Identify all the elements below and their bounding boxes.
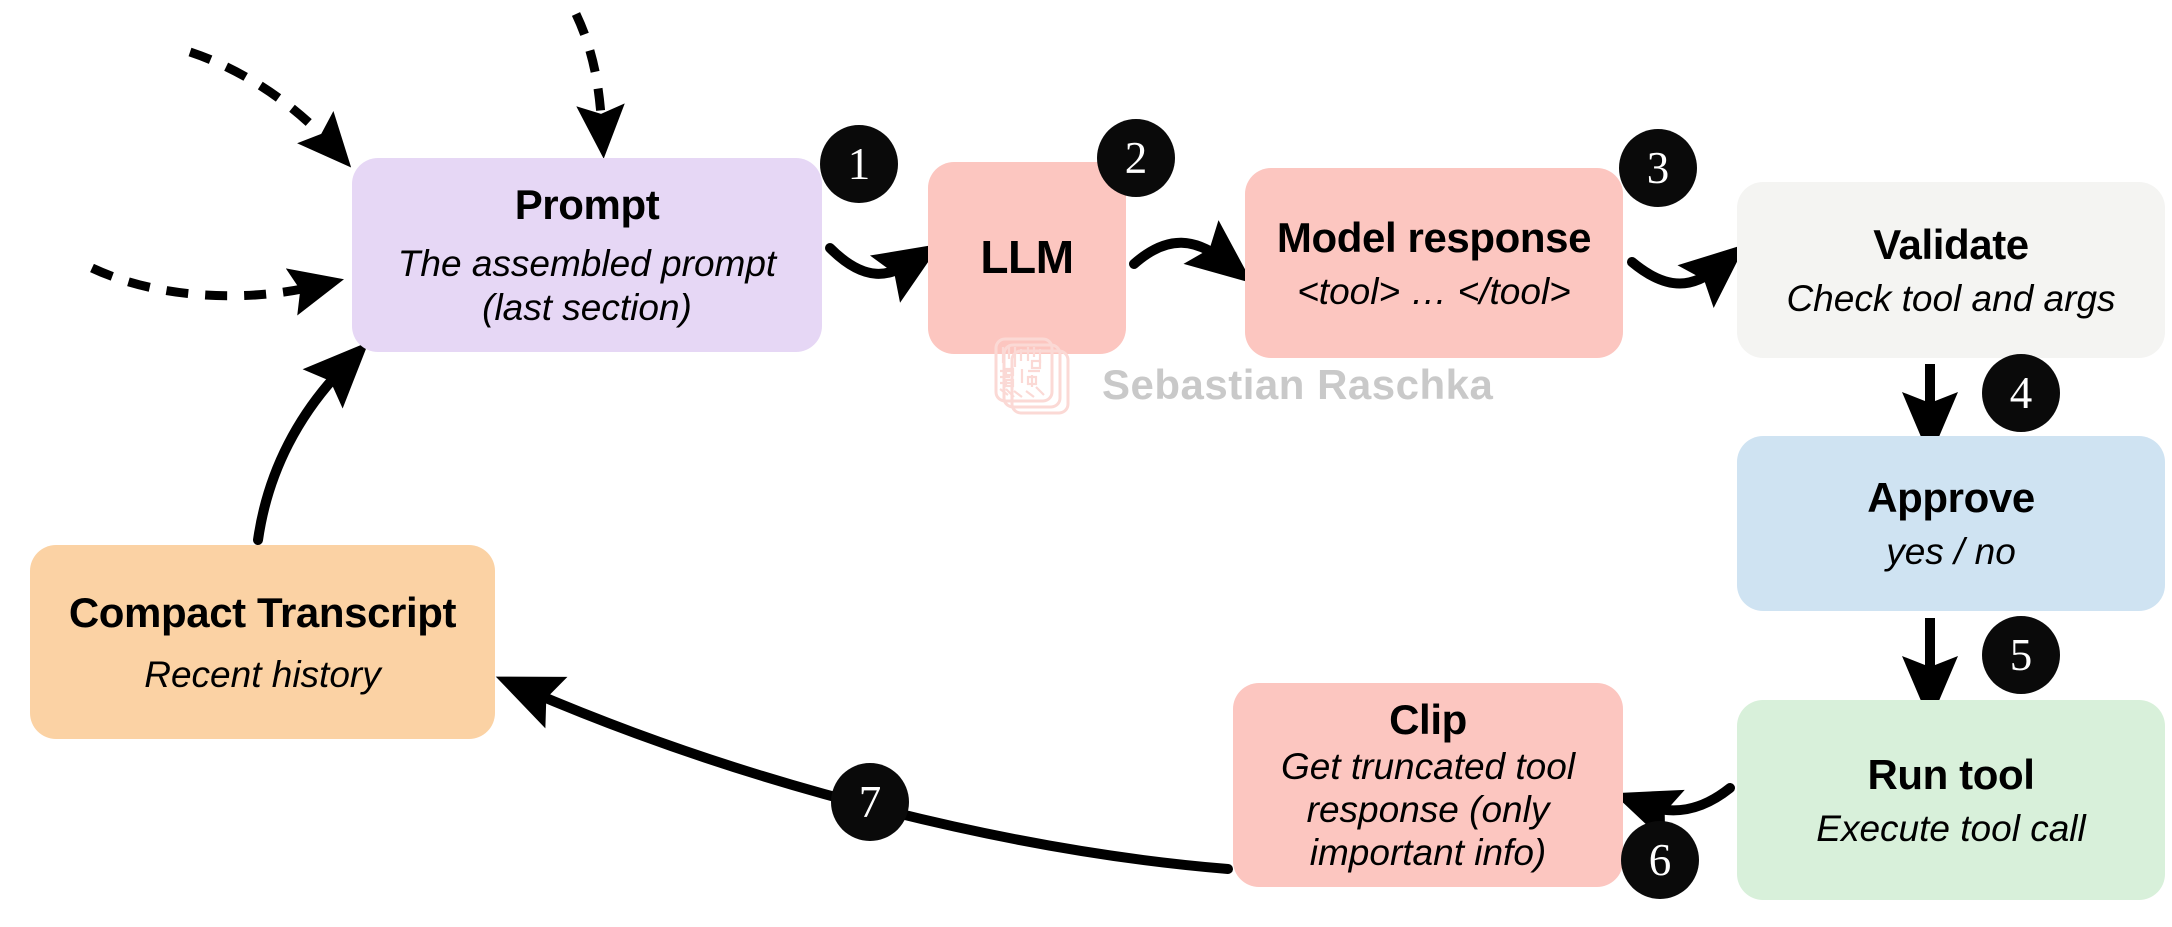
node-clip-subtitle-line2: response (only [1306, 788, 1550, 830]
node-validate[interactable]: Validate Check tool and args [1737, 182, 2165, 358]
node-clip[interactable]: Clip Get truncated tool response (only i… [1233, 683, 1623, 887]
node-model-response-title: Model response [1276, 213, 1592, 261]
edge-prompt-to-llm [825, 243, 941, 303]
step-badge-6: 6 [1621, 821, 1699, 899]
node-model-response[interactable]: Model response <tool> … </tool> [1245, 168, 1623, 358]
dashed-arrow-lower-left [90, 263, 344, 316]
node-llm[interactable]: LLM [928, 162, 1126, 354]
node-compact-transcript[interactable]: Compact Transcript Recent history [30, 545, 495, 739]
edge-transcript-to-prompt [253, 341, 369, 545]
node-compact-transcript-title: Compact Transcript [68, 588, 457, 636]
node-prompt[interactable]: Prompt The assembled prompt (last sectio… [352, 158, 822, 352]
step-badge-4: 4 [1982, 354, 2060, 432]
node-prompt-subtitle: The assembled prompt (last section) [398, 242, 776, 329]
watermark: Sebastian Raschka [988, 337, 1493, 433]
node-prompt-title: Prompt [514, 180, 660, 228]
step-badge-2: 2 [1097, 119, 1175, 197]
node-prompt-subtitle-line1: The assembled prompt [397, 242, 777, 284]
node-approve-subtitle: yes / no [1886, 531, 2016, 573]
node-compact-transcript-subtitle: Recent history [144, 653, 381, 695]
dashed-arrow-top [571, 12, 625, 159]
dashed-arrow-upper-left [188, 47, 352, 168]
step-badge-3: 3 [1619, 129, 1697, 207]
edge-run-tool-to-clip [1613, 783, 1735, 843]
step-badge-1: 1 [820, 125, 898, 203]
step-badge-5: 5 [1982, 616, 2060, 694]
node-clip-subtitle-line3: important info) [1309, 832, 1547, 874]
node-model-response-subtitle: <tool> … </tool> [1297, 270, 1571, 312]
node-run-tool[interactable]: Run tool Execute tool call [1737, 700, 2165, 900]
node-clip-subtitle-line1: Get truncated tool [1280, 745, 1576, 787]
node-run-tool-title: Run tool [1867, 750, 2035, 798]
edge-model-response-to-validate [1627, 244, 1746, 309]
node-approve[interactable]: Approve yes / no [1737, 436, 2165, 611]
node-run-tool-subtitle: Execute tool call [1816, 807, 2086, 849]
node-clip-subtitle: Get truncated tool response (only import… [1281, 745, 1575, 875]
node-validate-title: Validate [1873, 220, 2029, 268]
node-approve-title: Approve [1867, 474, 2035, 522]
node-prompt-subtitle-line2: (last section) [482, 286, 692, 328]
edge-llm-to-model-response [1129, 220, 1253, 284]
node-clip-title: Clip [1389, 695, 1467, 743]
circuit-board-logo-icon [994, 337, 1070, 415]
watermark-text: Sebastian Raschka [1102, 361, 1494, 408]
node-validate-subtitle: Check tool and args [1786, 277, 2116, 319]
step-badge-7: 7 [831, 763, 909, 841]
node-llm-title: LLM [980, 231, 1074, 284]
